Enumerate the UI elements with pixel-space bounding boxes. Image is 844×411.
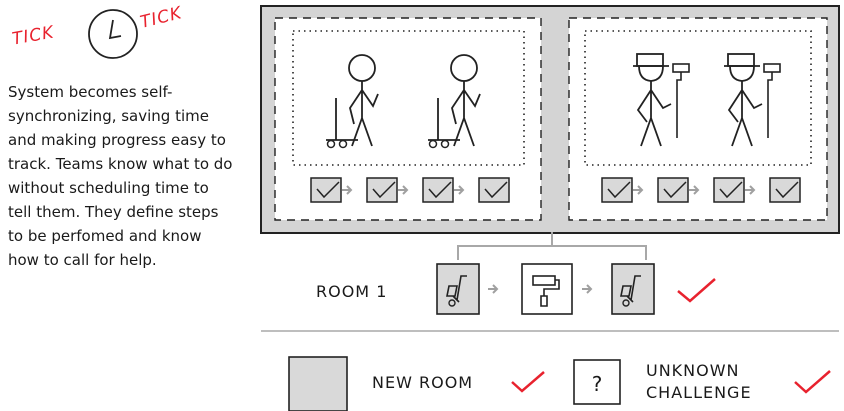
clock-icon [89,10,137,58]
unknown-challenge-label: UNKNOWN CHALLENGE [646,360,752,404]
process-step-move-out [612,264,654,314]
connector-bracket [458,232,646,260]
checkmark-icon [795,371,830,392]
process-step-move-in [437,264,479,314]
new-room-box [289,357,347,411]
unknown-question-mark: ? [574,364,620,404]
description-text: System becomes self-synchronizing, savin… [8,80,233,272]
arrow-icon [488,285,497,293]
checkmark-icon [512,372,544,391]
process-step-paint [522,264,572,314]
unknown-label-line2: CHALLENGE [646,382,752,404]
checkmark-icon [678,279,715,301]
room-label: ROOM 1 [316,282,387,301]
new-room-label: NEW ROOM [372,373,473,392]
unknown-label-line1: UNKNOWN [646,360,752,382]
arrow-icon [582,285,591,293]
